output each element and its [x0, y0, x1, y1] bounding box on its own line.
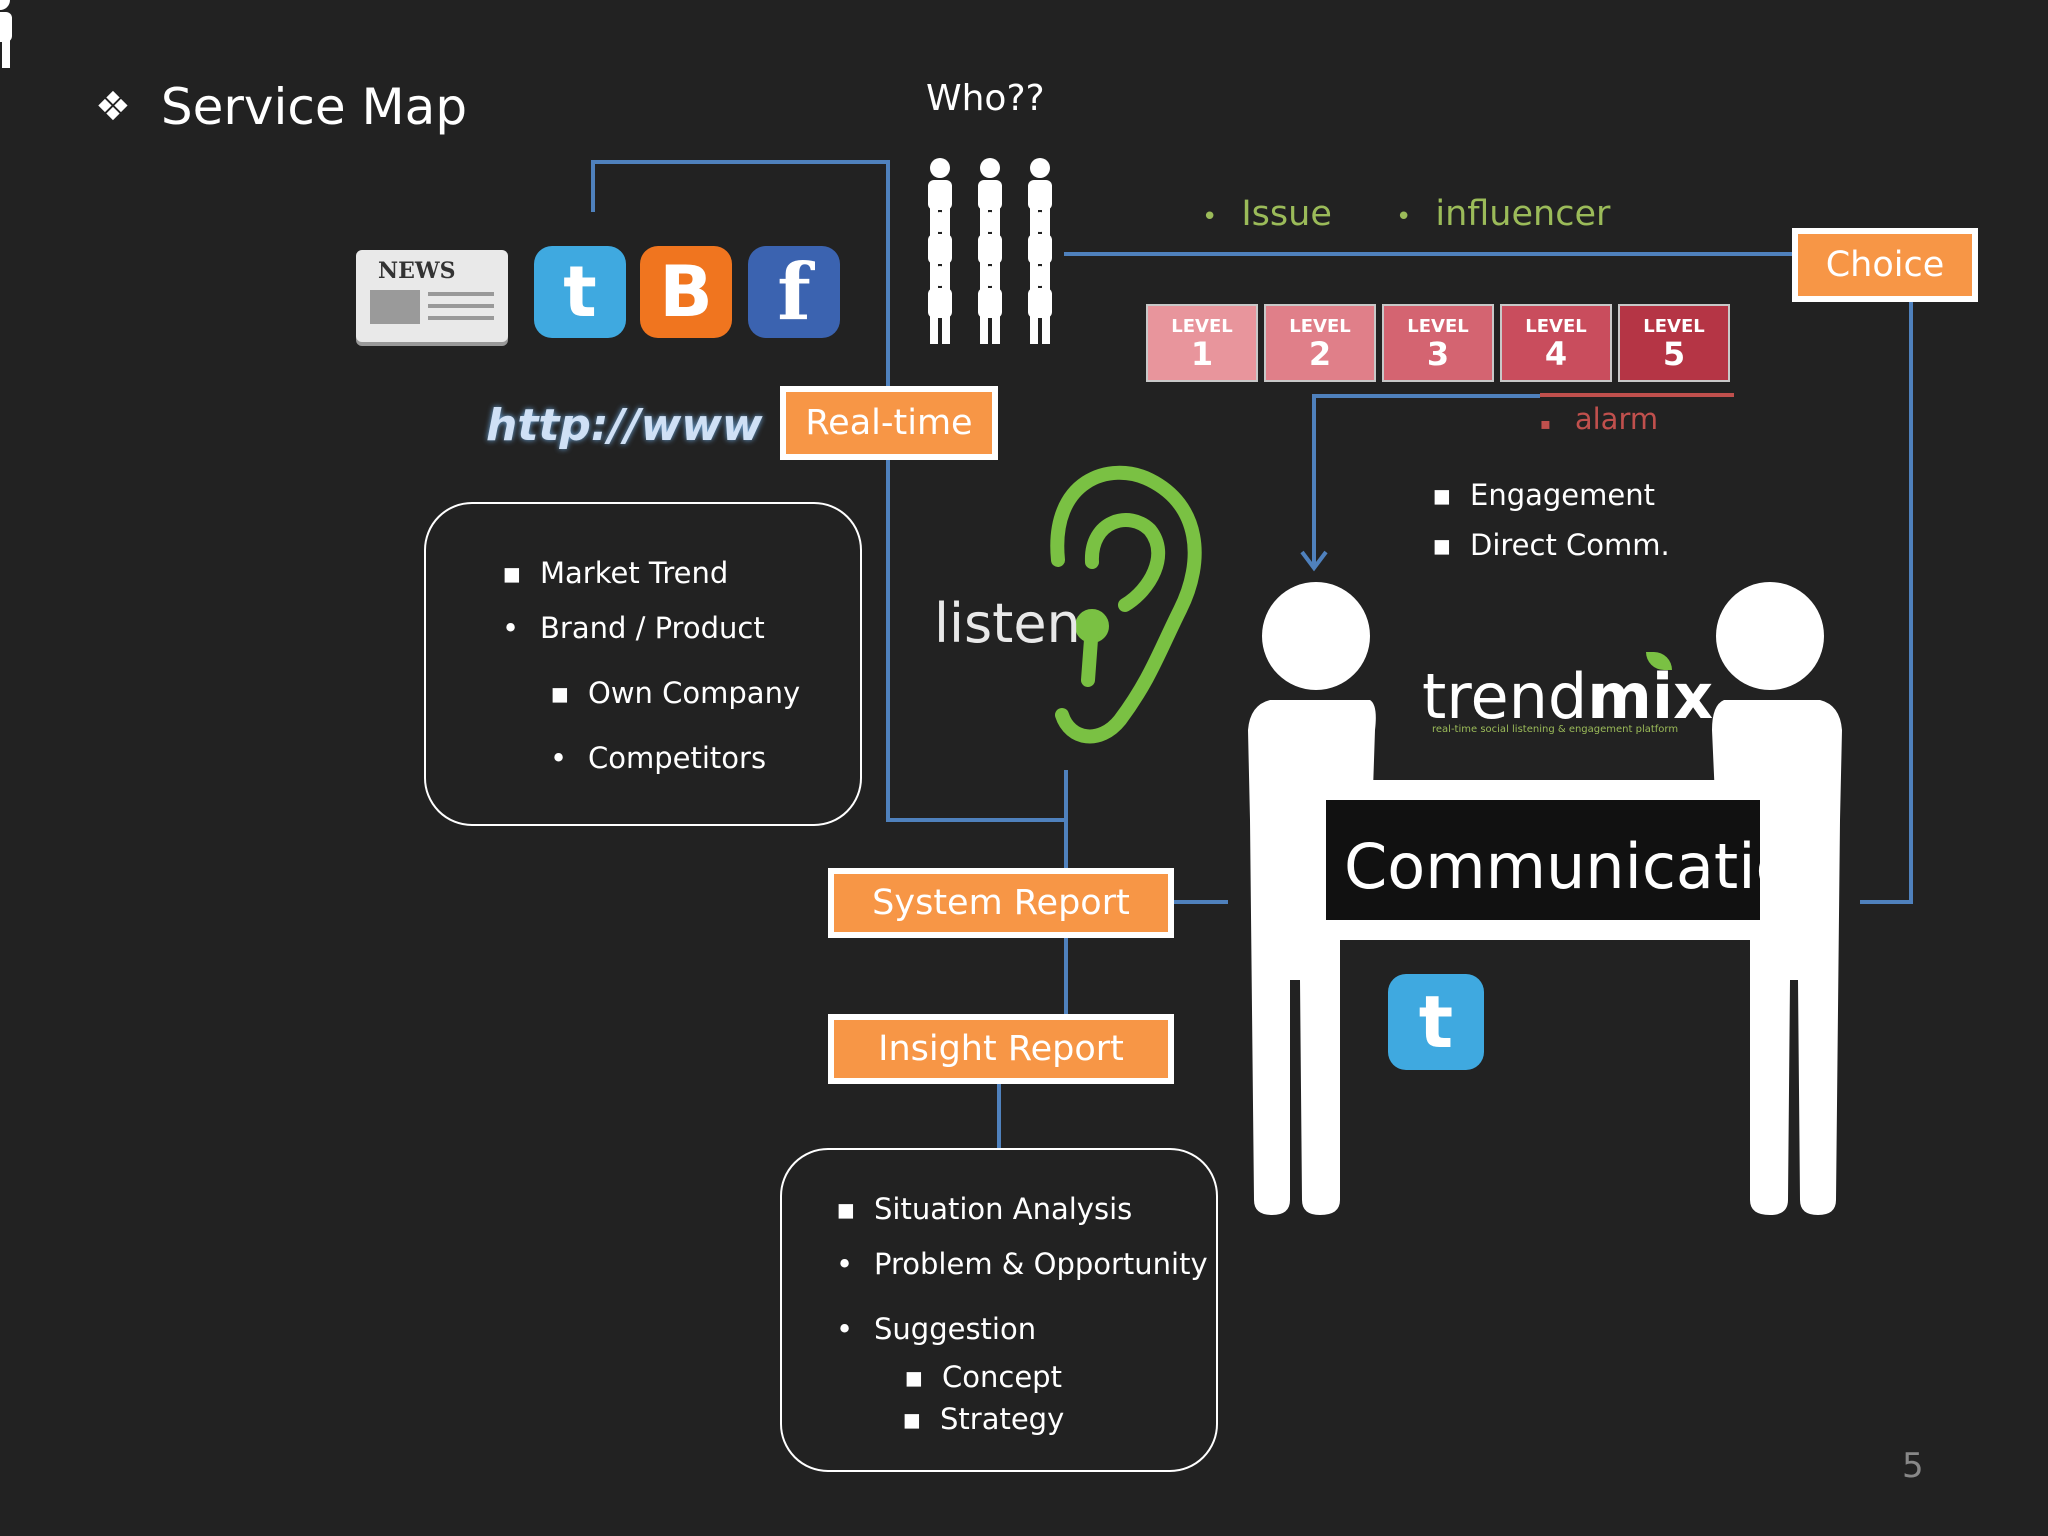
list-item: ▪Situation Analysis	[836, 1192, 1133, 1226]
market-box: ▪Market Trend •Brand / Product ▪Own Comp…	[424, 502, 862, 826]
insight-box: ▪Situation Analysis •Problem & Opportuni…	[780, 1148, 1218, 1472]
twitter-icon: t	[1388, 974, 1484, 1070]
level-num: 1	[1190, 334, 1214, 373]
filter-issue: • Issue	[1202, 194, 1332, 234]
realtime-box: Real-time	[780, 386, 998, 460]
alarm-label: ▪ alarm	[1540, 402, 1658, 436]
choice-box: Choice	[1792, 228, 1978, 302]
four-diamonds-icon: ❖	[95, 84, 131, 130]
level-word: LEVEL	[1171, 315, 1233, 337]
ear-icon	[1050, 465, 1202, 744]
filter-label: influencer	[1435, 194, 1611, 234]
connector-choice-to-communication	[1860, 300, 1913, 904]
connector-lines	[591, 160, 1913, 1148]
filter-label: Issue	[1241, 194, 1332, 234]
list-item: ▪Concept	[904, 1360, 1062, 1394]
level-num: 4	[1544, 334, 1568, 373]
filter-bullet: •	[1202, 202, 1218, 232]
alarm-bullet: ▪	[1540, 414, 1551, 433]
twitter-icon: t	[534, 246, 626, 338]
direct-comm-item: ▪Direct Comm.	[1432, 528, 1670, 562]
person-figure-left	[1248, 582, 1376, 1215]
listen-label: listen	[934, 592, 1081, 655]
level-word: LEVEL	[1525, 315, 1587, 337]
page-number: 5	[1902, 1446, 1924, 1486]
list-item: ▪Market Trend	[502, 556, 729, 590]
list-item: •Brand / Product	[502, 611, 765, 645]
connector-sources-to-report	[591, 160, 1068, 870]
level-num: 5	[1662, 334, 1686, 373]
newspaper-icon: NEWS	[356, 250, 508, 342]
blogger-icon: B	[640, 246, 732, 338]
level-word: LEVEL	[1289, 315, 1351, 337]
system-report-box: System Report	[828, 868, 1174, 938]
arrow-head	[1300, 550, 1328, 572]
trendmix-light: trend	[1422, 660, 1588, 733]
news-label: NEWS	[378, 258, 456, 284]
list-item: •Competitors	[550, 741, 767, 775]
person-figure-right	[1712, 582, 1842, 1215]
who-label: Who??	[926, 78, 1045, 119]
level-num: 3	[1426, 334, 1450, 373]
alarm-text: alarm	[1574, 402, 1659, 436]
leaf-icon	[1646, 652, 1672, 670]
insight-report-box: Insight Report	[828, 1014, 1174, 1084]
communication-label: Communication	[1344, 830, 1833, 903]
level-num: 2	[1308, 334, 1332, 373]
list-item: •Problem & Opportunity	[836, 1247, 1208, 1281]
level-word: LEVEL	[1643, 315, 1705, 337]
connector-level-to-engagement	[1312, 394, 1540, 566]
banner	[1320, 780, 1766, 940]
level-word: LEVEL	[1407, 315, 1469, 337]
list-item: •Suggestion	[836, 1312, 1037, 1346]
title-text: Service Map	[160, 78, 468, 136]
filter-influencer: • influencer	[1396, 194, 1610, 234]
facebook-icon: f	[748, 246, 840, 338]
trendmix-bold: mix	[1587, 660, 1714, 733]
filter-bullet: •	[1396, 202, 1412, 232]
url-text: http://www	[486, 400, 763, 451]
slide-title: ❖ Service Map	[95, 78, 467, 136]
list-item: ▪Strategy	[902, 1402, 1065, 1436]
list-item: ▪Own Company	[550, 676, 801, 710]
people-group-icon	[0, 0, 1052, 344]
trendmix-subtitle: real-time social listening & engagement …	[1432, 724, 1679, 735]
engagement-item: ▪Engagement	[1432, 478, 1655, 512]
trendmix-logo: trendmix	[1422, 660, 1713, 733]
